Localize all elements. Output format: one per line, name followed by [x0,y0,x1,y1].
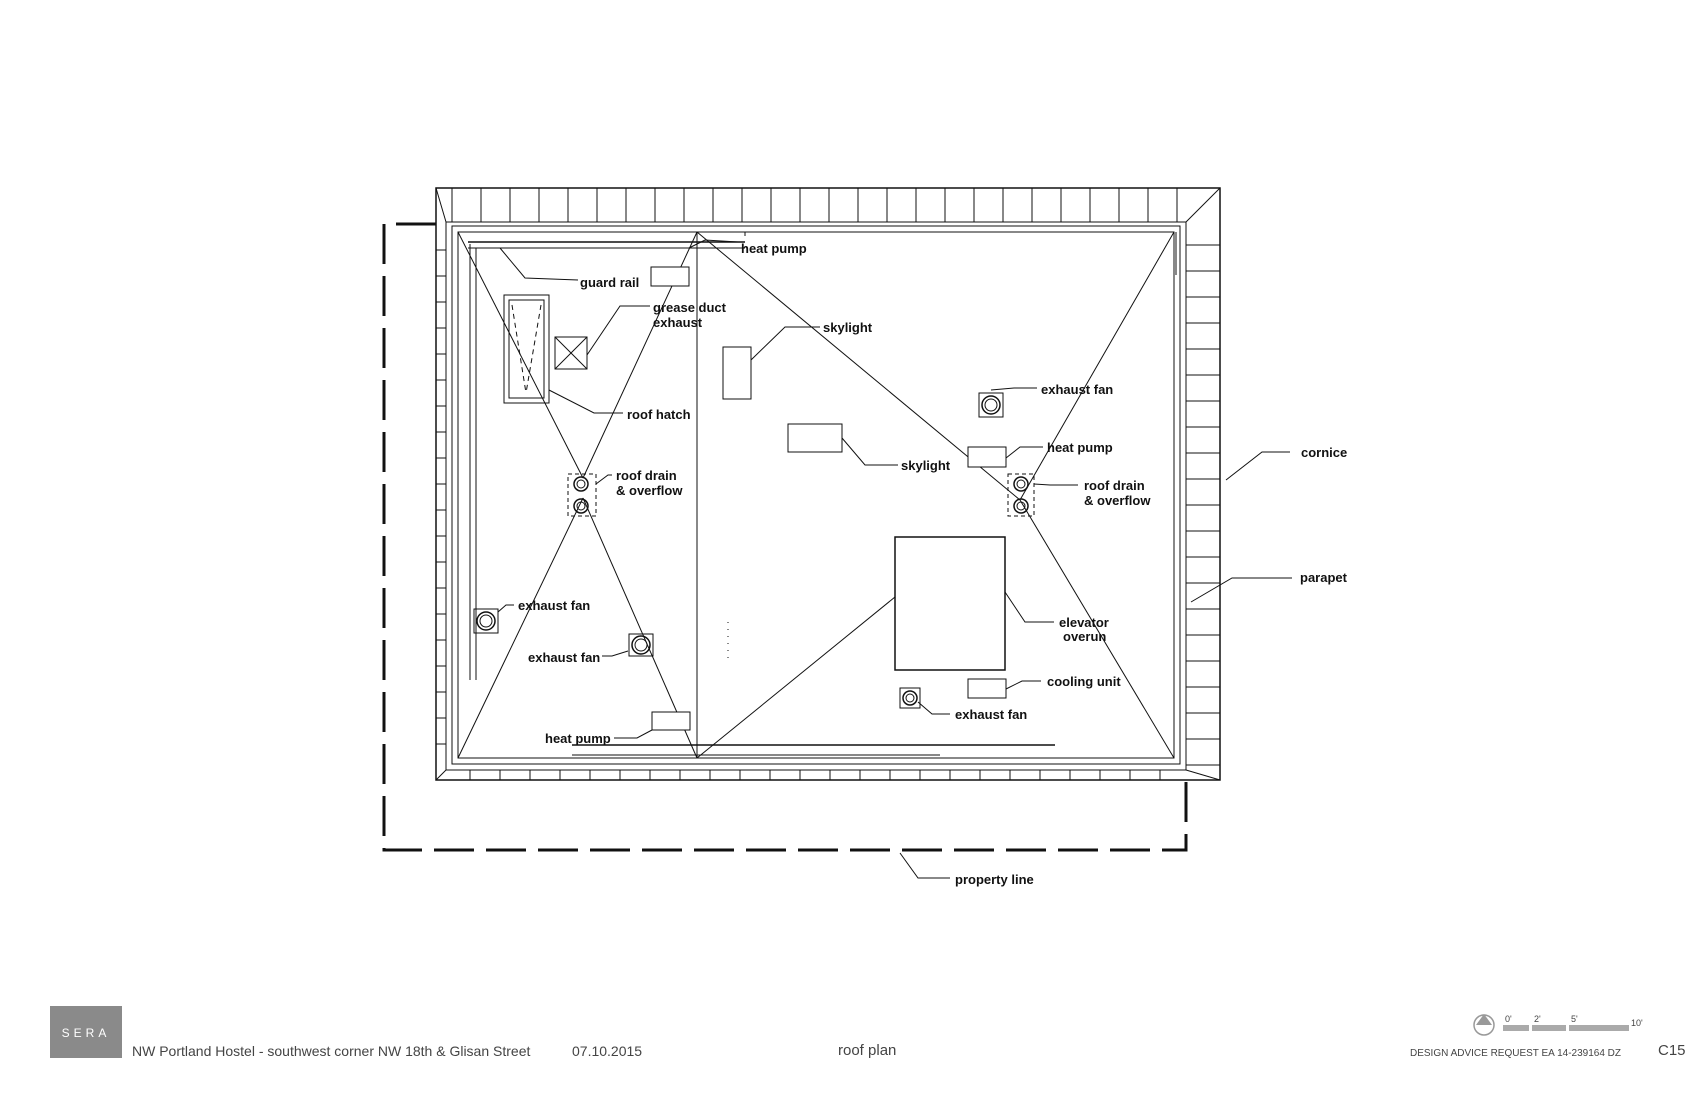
label-parapet: parapet [1300,570,1348,585]
label-roof-drain-e-2: & overflow [1084,493,1151,508]
guard-rail [468,232,1177,756]
exhaust-fan-sw [628,633,654,657]
label-roof-drain-w-2: & overflow [616,483,683,498]
exhaust-fan-south [899,687,921,709]
exhaust-fan-west [473,608,499,634]
scale-tick-10: 10' [1631,1018,1643,1028]
skylight-horizontal [787,423,843,453]
label-elevator-overun: overun [1063,629,1106,644]
sera-logo-text: SERA [62,1026,111,1040]
roof-drain-west [567,473,597,517]
heat-pump-mid [967,446,1007,468]
skylight-vertical [722,346,752,400]
annotation-labels: heat pump guard rail grease duct exhaust… [518,241,1348,887]
north-arrow-icon [1473,1014,1495,1036]
label-grease-duct-exhaust: exhaust [653,315,703,330]
grease-duct-exhaust [554,336,588,370]
scale-tick-5: 5' [1571,1014,1578,1024]
label-heat-pump-mid: heat pump [1047,440,1113,455]
label-heat-pump-top: heat pump [741,241,807,256]
label-cornice: cornice [1301,445,1347,460]
project-name: NW Portland Hostel - southwest corner NW… [132,1043,530,1059]
label-heat-pump-bottom: heat pump [545,731,611,746]
scale-tick-0: 0' [1505,1014,1512,1024]
label-exhaust-fan-s: exhaust fan [955,707,1027,722]
leader-lines [497,239,1292,879]
label-elevator: elevator [1059,615,1109,630]
label-property-line: property line [955,872,1034,887]
label-skylight-2: skylight [901,458,951,473]
review-number: DESIGN ADVICE REQUEST EA 14-239164 DZ [1410,1048,1621,1059]
label-skylight-1: skylight [823,320,873,335]
title-block: SERA NW Portland Hostel - southwest corn… [50,1006,1686,1059]
sheet-title: roof plan [838,1042,896,1059]
parapet-wall [451,225,1181,765]
heat-pump-bottom [651,711,691,731]
label-exhaust-fan-ne: exhaust fan [1041,382,1113,397]
label-roof-drain-w: roof drain [616,468,677,483]
label-roof-drain-e: roof drain [1084,478,1145,493]
heat-pump-top [650,266,690,287]
sera-logo [50,1006,122,1058]
cooling-unit [967,678,1007,699]
property-line [382,222,1188,852]
roof-hatch [503,294,550,404]
label-exhaust-fan-w: exhaust fan [518,598,590,613]
label-guard-rail: guard rail [580,275,639,290]
sheet-number: C15 [1658,1042,1686,1059]
exhaust-fan-ne [978,392,1004,418]
label-roof-hatch: roof hatch [627,407,691,422]
elevator-overrun [894,536,1006,671]
cornice-frame [435,187,1221,781]
label-exhaust-fan-sw: exhaust fan [528,650,600,665]
label-cooling-unit: cooling unit [1047,674,1121,689]
roof-drain-east [1007,473,1035,517]
issue-date: 07.10.2015 [572,1043,642,1059]
scale-tick-2: 2' [1534,1014,1541,1024]
graphic-scale: 0' 2' 5' 10' [1503,1014,1643,1031]
roof-slope-lines [457,231,1175,759]
label-grease-duct: grease duct [653,300,727,315]
